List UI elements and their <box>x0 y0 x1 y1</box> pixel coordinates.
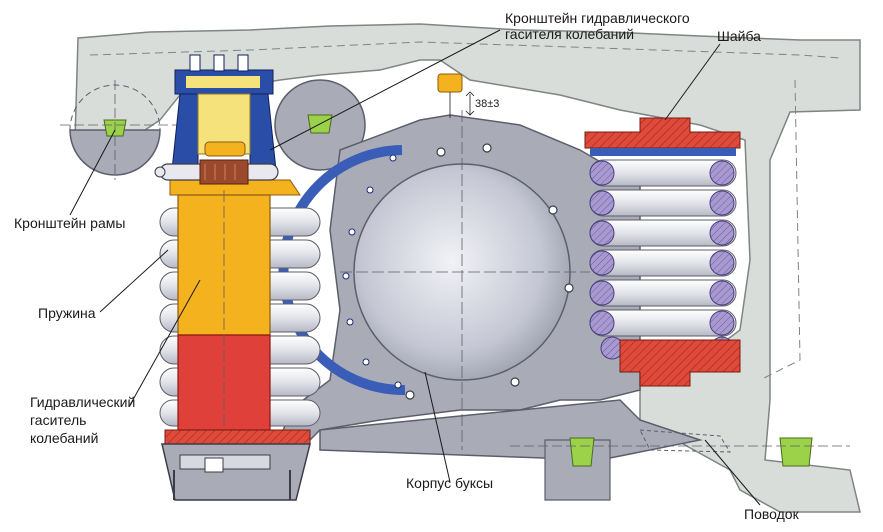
seal-bolts <box>342 154 402 389</box>
label-damper-line1: Гидравлический <box>30 394 136 410</box>
label-spring: Пружина <box>38 305 96 321</box>
label-leash: Поводок <box>744 506 799 522</box>
damper-bracket <box>154 54 279 185</box>
label-washer: Шайба <box>717 28 761 44</box>
label-axlebox-body: Корпус буксы <box>406 475 494 491</box>
damper-bracket-pivot <box>274 79 366 171</box>
spring-right <box>584 117 741 387</box>
damper-lower-mount <box>161 429 311 501</box>
label-frame-bracket: Кронштейн рамы <box>14 215 126 231</box>
label-damper-bracket-line1: Кронштейн гидравлического <box>505 10 690 26</box>
leader-lines <box>69 29 761 506</box>
label-damper-bracket-line2: гасителя колебаний <box>505 26 635 42</box>
axlebox-cover <box>340 110 590 450</box>
stop-pad <box>437 73 475 118</box>
dimension-gap: 38±3 <box>475 98 500 110</box>
label-damper-line3: колебаний <box>30 430 99 446</box>
label-damper-line2: гаситель <box>30 412 87 428</box>
